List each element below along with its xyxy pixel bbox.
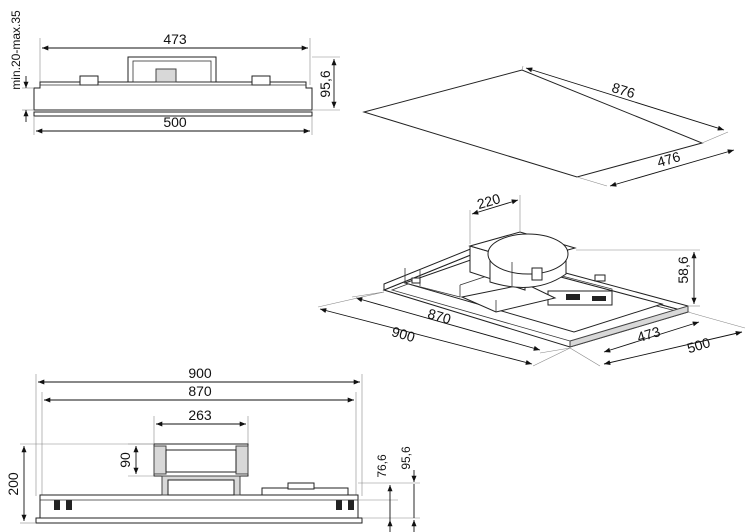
dim-220-label: 220 [475,190,502,212]
glass-plate [33,111,313,117]
dim-gap-label: min.20-max.35 [9,10,23,90]
front-glass [35,517,363,524]
dim-876-label: 876 [610,79,637,101]
dim-263-label: 263 [188,407,212,423]
dim-500-label: 500 [163,114,187,130]
front-view: 900 870 263 90 200 [5,365,420,532]
dim-500-iso-label: 500 [685,334,712,356]
dim-95-6-front-label: 95,6 [399,446,413,470]
dim-76-6-label: 76,6 [375,454,389,478]
hood-top-body [33,81,313,111]
dim-870-front-label: 870 [188,383,212,399]
glass-panel-view: 876 476 [362,65,735,187]
dim-476-label: 476 [655,148,682,170]
motor-cylinder-top [487,233,569,275]
dim-900-front-label: 900 [188,365,212,381]
side-view: 473 95,6 min.20-max.35 500 [9,10,340,135]
front-hood-body [39,494,359,519]
dim-90-label: 90 [117,452,133,468]
dim-200-label: 200 [5,472,21,496]
dim-473-label: 473 [163,31,187,47]
dim-58-6-label: 58,6 [675,256,691,283]
glass-panel [362,69,704,178]
dim-900-label: 900 [390,323,417,345]
dim-95-6-label: 95,6 [317,70,333,97]
iso-view: 220 58,6 870 900 473 500 [317,190,746,367]
